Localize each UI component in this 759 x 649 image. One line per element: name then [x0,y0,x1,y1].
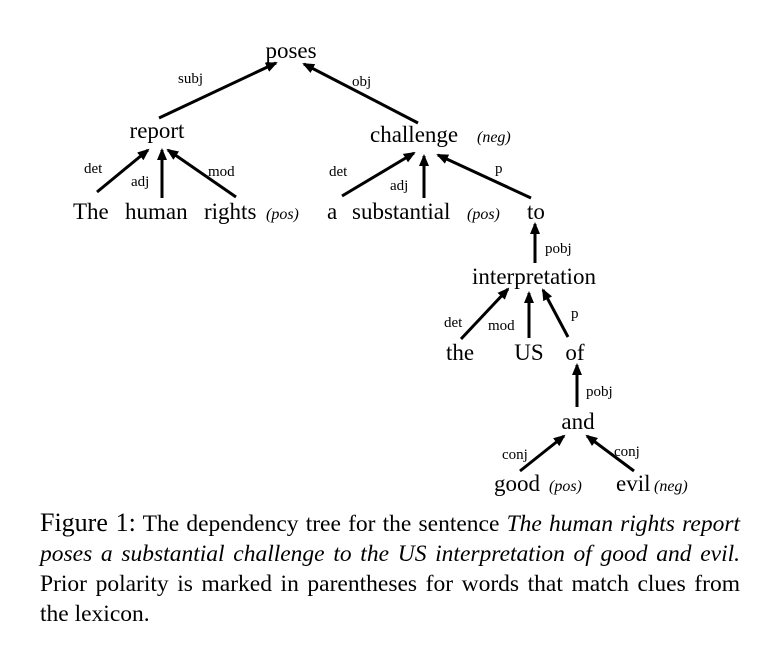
polarity-good: (pos) [549,478,582,495]
edge-p-to [436,153,532,200]
edge-label-conj: conj [614,444,640,460]
node-human: human [125,199,188,224]
edge-label-subj: subj [178,71,203,87]
edge-det-the [96,148,150,194]
edge-label-adj: adj [131,174,149,190]
edge-p-of [541,288,570,338]
edge-label-pobj: pobj [545,241,572,257]
node-report: report [130,118,186,143]
edge-label-p: p [495,161,503,177]
node-a: a [327,199,337,224]
node-challenge: challenge [370,122,458,147]
node-substantial: substantial [352,199,450,224]
polarity-challenge: (neg) [477,129,511,146]
node-and: and [561,409,595,434]
polarity-evil: (neg) [654,478,688,495]
edge-label-mod: mod [488,318,515,334]
node-the: The [73,199,109,224]
node-good: good [494,471,541,496]
edge-label-conj: conj [502,447,528,463]
caption-sentence: The human rights report poses a substant… [40,511,740,567]
edge-conj-evil [585,434,635,473]
edge-mod-rights [166,148,237,199]
figure-caption: Figure 1: The dependency tree for the se… [40,508,740,629]
edge-conj-good [519,434,566,473]
edge-label-pobj: pobj [586,384,613,400]
edge-obj [302,62,419,125]
node-the: the [446,340,474,365]
node-rights: rights [204,199,256,224]
caption-text: The dependency tree for the sentence [135,511,507,537]
polarity-rights: (pos) [266,206,299,223]
edge-label-p: p [571,306,579,322]
edge-label-det: det [444,315,463,331]
edge-label-mod: mod [208,164,235,180]
node-of: of [565,340,585,365]
figure-label: Figure 1: [40,508,136,537]
node-to: to [527,199,545,224]
node-interpretation: interpretation [472,264,596,289]
edge-det-a [341,151,416,198]
node-poses: poses [265,38,316,63]
caption-text: Prior polarity is marked in parentheses … [40,571,740,627]
node-us: US [514,340,543,365]
edge-label-adj: adj [390,178,408,194]
edge-label-obj: obj [352,74,371,90]
edge-det-the2 [459,287,510,341]
node-evil: evil [616,471,651,496]
edge-label-det: det [329,164,348,180]
edge-subj [158,61,278,120]
polarity-substantial: (pos) [467,206,500,223]
edge-label-det: det [84,161,103,177]
dependency-tree: subj obj det adj mod det adj p pobj det … [73,38,688,496]
